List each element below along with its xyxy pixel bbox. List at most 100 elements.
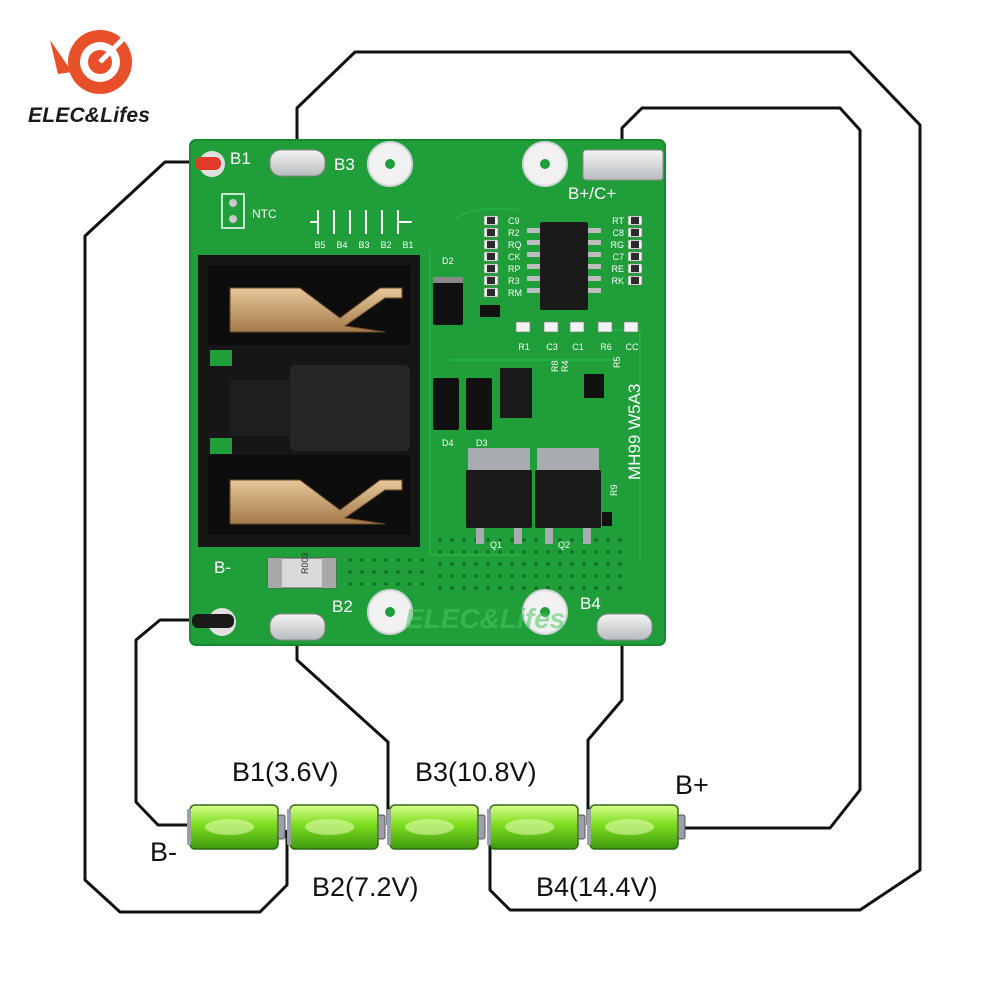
via — [510, 562, 514, 566]
via — [486, 562, 490, 566]
designator-label: R3 — [508, 276, 520, 286]
via — [570, 574, 574, 578]
cell-silk-label: B4 — [336, 240, 347, 250]
via — [498, 550, 502, 554]
designator-label: R1 — [518, 342, 530, 352]
via — [594, 550, 598, 554]
via — [546, 562, 550, 566]
designator-label: CK — [508, 252, 521, 262]
via — [486, 550, 490, 554]
via — [546, 586, 550, 590]
battery-pack — [187, 804, 686, 850]
via — [438, 538, 442, 542]
via — [438, 586, 442, 590]
via — [372, 582, 376, 586]
designator-label: R4 — [560, 360, 570, 372]
via — [594, 538, 598, 542]
designator-label: RM — [508, 288, 522, 298]
via — [372, 570, 376, 574]
brand-name: ELEC&Lifes — [28, 104, 151, 127]
watermark: ELEC&Lifes — [405, 603, 565, 634]
wire-bminus — [134, 618, 210, 827]
via — [522, 562, 526, 566]
via — [498, 574, 502, 578]
designator-label: C7 — [612, 252, 624, 262]
cell-silk-label: B1 — [402, 240, 413, 250]
designator-label: R6 — [600, 342, 612, 352]
via — [450, 574, 454, 578]
via — [396, 570, 400, 574]
via — [474, 574, 478, 578]
smd-resistor — [623, 321, 639, 333]
mounting-hole — [522, 141, 568, 187]
battery-cell — [287, 804, 386, 850]
battery-highlight — [404, 819, 455, 835]
battery-terminal — [477, 814, 486, 840]
pad-b4 — [596, 613, 653, 641]
via — [384, 582, 388, 586]
via — [546, 574, 550, 578]
via — [420, 582, 424, 586]
target-arrow-logo-icon — [50, 28, 134, 94]
pad-label-b3: B3 — [334, 155, 355, 174]
board-model: MH99 W5A3 — [625, 384, 644, 480]
via — [570, 562, 574, 566]
smd-resistor-body — [631, 217, 639, 224]
via — [462, 574, 466, 578]
via — [522, 586, 526, 590]
via — [462, 586, 466, 590]
designator-label: RP — [508, 264, 521, 274]
via — [582, 586, 586, 590]
cell-silk-label: B5 — [314, 240, 325, 250]
via — [408, 558, 412, 562]
designator-label: RQ — [508, 240, 522, 250]
via — [408, 570, 412, 574]
via — [606, 562, 610, 566]
smd-resistor-body — [487, 277, 495, 284]
via — [582, 574, 586, 578]
smd-resistor-body — [631, 265, 639, 272]
designator-label: D2 — [442, 256, 454, 266]
designator-label: RT — [612, 216, 624, 226]
via — [618, 574, 622, 578]
via — [438, 574, 442, 578]
via — [510, 574, 514, 578]
via — [618, 586, 622, 590]
via — [360, 570, 364, 574]
pad-label-bminus: B- — [214, 558, 231, 577]
via — [606, 574, 610, 578]
via — [462, 562, 466, 566]
battery-cap — [587, 809, 591, 845]
protection-ic — [527, 222, 601, 310]
ntc-label: NTC — [252, 207, 277, 221]
smd-resistor-body — [631, 277, 639, 284]
via — [534, 562, 538, 566]
battery-highlight — [204, 819, 255, 835]
via — [450, 586, 454, 590]
via — [570, 550, 574, 554]
via — [606, 538, 610, 542]
via — [474, 562, 478, 566]
diode-d2 — [433, 277, 463, 325]
designator-label: C8 — [612, 228, 624, 238]
mounting-hole — [522, 589, 568, 635]
via — [486, 574, 490, 578]
battery-highlight — [604, 819, 655, 835]
via — [594, 562, 598, 566]
via — [618, 562, 622, 566]
battery-terminal — [277, 814, 286, 840]
smd-resistor-body — [487, 253, 495, 260]
pad-label-bplus-cplus: B+/C+ — [568, 184, 616, 203]
mounting-hole — [367, 141, 413, 187]
cell-label-b3: B3(10.8V) — [415, 757, 537, 787]
battery-cap — [187, 809, 191, 845]
battery-cell — [387, 804, 486, 850]
battery-cap — [387, 809, 391, 845]
via — [408, 582, 412, 586]
via — [546, 550, 550, 554]
via — [360, 582, 364, 586]
pad-label-b4: B4 — [580, 594, 601, 613]
